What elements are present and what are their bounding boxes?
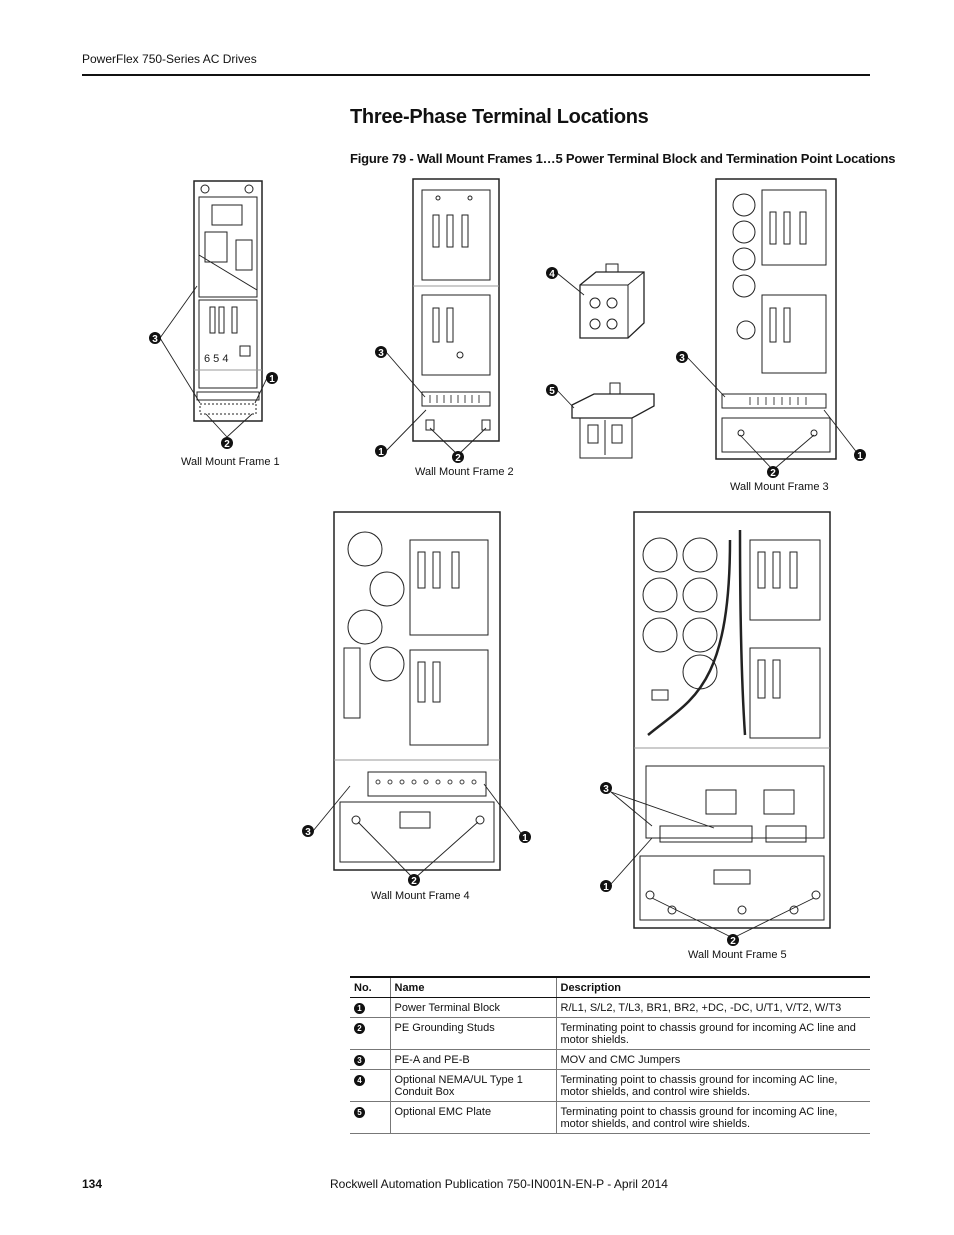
row-name: Optional NEMA/UL Type 1 Conduit Box	[389, 1069, 556, 1102]
svg-text:3: 3	[152, 334, 158, 345]
page-number: 134	[82, 1177, 103, 1191]
emc-plate-drawing	[571, 382, 655, 459]
frame1-callout-2: 2	[221, 437, 233, 450]
header-rule	[82, 74, 870, 76]
wall-mount-frames-figure: 6 5 4	[149, 178, 866, 960]
svg-text:3: 3	[305, 827, 311, 838]
svg-text:1: 1	[857, 451, 863, 462]
frame5-drawing	[633, 511, 831, 929]
frame2-drawing	[412, 178, 500, 442]
number-badge: 3	[354, 1055, 365, 1066]
row-description: Terminating point to chassis ground for …	[555, 1101, 870, 1134]
table-row: 1 Power Terminal Block R/L1, S/L2, T/L3,…	[350, 997, 870, 1018]
svg-text:1: 1	[269, 374, 275, 385]
frame1-callout-3: 3	[149, 332, 161, 345]
frame2-callout-1: 1	[375, 445, 387, 458]
row-description: MOV and CMC Jumpers	[555, 1049, 870, 1070]
svg-text:2: 2	[224, 439, 230, 450]
svg-text:3: 3	[603, 784, 609, 795]
frame4-callout-2: 2	[408, 874, 420, 887]
callout-badges: 3 1 2 3 1 2 4 5 3 1 2 3 1 2 3 1 2	[149, 267, 866, 947]
row-description: Terminating point to chassis ground for …	[555, 1017, 870, 1050]
frame1-digit-marks: 6 5 4	[204, 353, 228, 365]
running-header: PowerFlex 750-Series AC Drives	[82, 52, 257, 66]
number-badge: 5	[354, 1107, 365, 1118]
emc-plate-callout-5: 5	[546, 384, 558, 397]
frame5-label: Wall Mount Frame 5	[688, 949, 787, 960]
frame4-label: Wall Mount Frame 4	[371, 890, 470, 902]
row-name: PE-A and PE-B	[389, 1049, 556, 1070]
frame3-callout-1: 1	[854, 449, 866, 462]
number-badge: 2	[354, 1023, 365, 1034]
svg-text:2: 2	[730, 936, 736, 947]
legend-header-row: No. Name Description	[350, 976, 870, 998]
svg-text:2: 2	[411, 876, 417, 887]
figure-caption: Figure 79 - Wall Mount Frames 1…5 Power …	[350, 151, 896, 166]
frame3-label: Wall Mount Frame 3	[730, 481, 829, 493]
frame1-callout-1: 1	[266, 372, 278, 385]
number-badge: 1	[354, 1003, 365, 1014]
frame3-callout-3: 3	[676, 351, 688, 364]
frame4-callout-3: 3	[302, 825, 314, 838]
frame3-drawing	[715, 178, 837, 460]
table-row: 5 Optional EMC Plate Terminating point t…	[350, 1101, 870, 1134]
svg-text:2: 2	[770, 468, 776, 479]
frame2-callout-3: 3	[375, 346, 387, 359]
table-row: 4 Optional NEMA/UL Type 1 Conduit Box Te…	[350, 1069, 870, 1102]
table-row: 3 PE-A and PE-B MOV and CMC Jumpers	[350, 1049, 870, 1070]
legend-header-description: Description	[555, 976, 870, 998]
svg-text:3: 3	[378, 348, 384, 359]
frame3-callout-2: 2	[767, 466, 779, 479]
frame2-label: Wall Mount Frame 2	[415, 466, 514, 478]
svg-text:2: 2	[455, 453, 461, 464]
row-name: PE Grounding Studs	[389, 1017, 556, 1050]
conduit-box-callout-4: 4	[546, 267, 558, 280]
frame2-callout-2: 2	[452, 451, 464, 464]
frame1-label: Wall Mount Frame 1	[181, 456, 280, 468]
frame5-callout-1: 1	[600, 880, 612, 893]
row-name: Optional EMC Plate	[389, 1101, 556, 1134]
frame4-callout-1: 1	[519, 831, 531, 844]
svg-text:3: 3	[679, 353, 685, 364]
row-name: Power Terminal Block	[389, 997, 556, 1018]
legend-header-name: Name	[389, 976, 556, 998]
callout-leader-lines	[159, 272, 859, 939]
conduit-box-drawing	[579, 263, 645, 339]
section-title: Three-Phase Terminal Locations	[350, 106, 649, 128]
svg-text:1: 1	[522, 833, 528, 844]
row-description: R/L1, S/L2, T/L3, BR1, BR2, +DC, -DC, U/…	[555, 997, 870, 1018]
row-description: Terminating point to chassis ground for …	[555, 1069, 870, 1102]
frame5-callout-2: 2	[727, 934, 739, 947]
publication-footer: Rockwell Automation Publication 750-IN00…	[330, 1177, 668, 1191]
svg-text:4: 4	[549, 269, 555, 280]
legend-table: No. Name Description 1 Power Terminal Bl…	[350, 976, 870, 1134]
frame1-drawing: 6 5 4	[193, 180, 263, 422]
svg-text:1: 1	[603, 882, 609, 893]
legend-header-no: No.	[350, 976, 390, 998]
frame4-drawing	[333, 511, 501, 871]
svg-text:1: 1	[378, 447, 384, 458]
svg-text:5: 5	[549, 386, 555, 397]
number-badge: 4	[354, 1075, 365, 1086]
table-row: 2 PE Grounding Studs Terminating point t…	[350, 1017, 870, 1050]
frame5-callout-3: 3	[600, 782, 612, 795]
